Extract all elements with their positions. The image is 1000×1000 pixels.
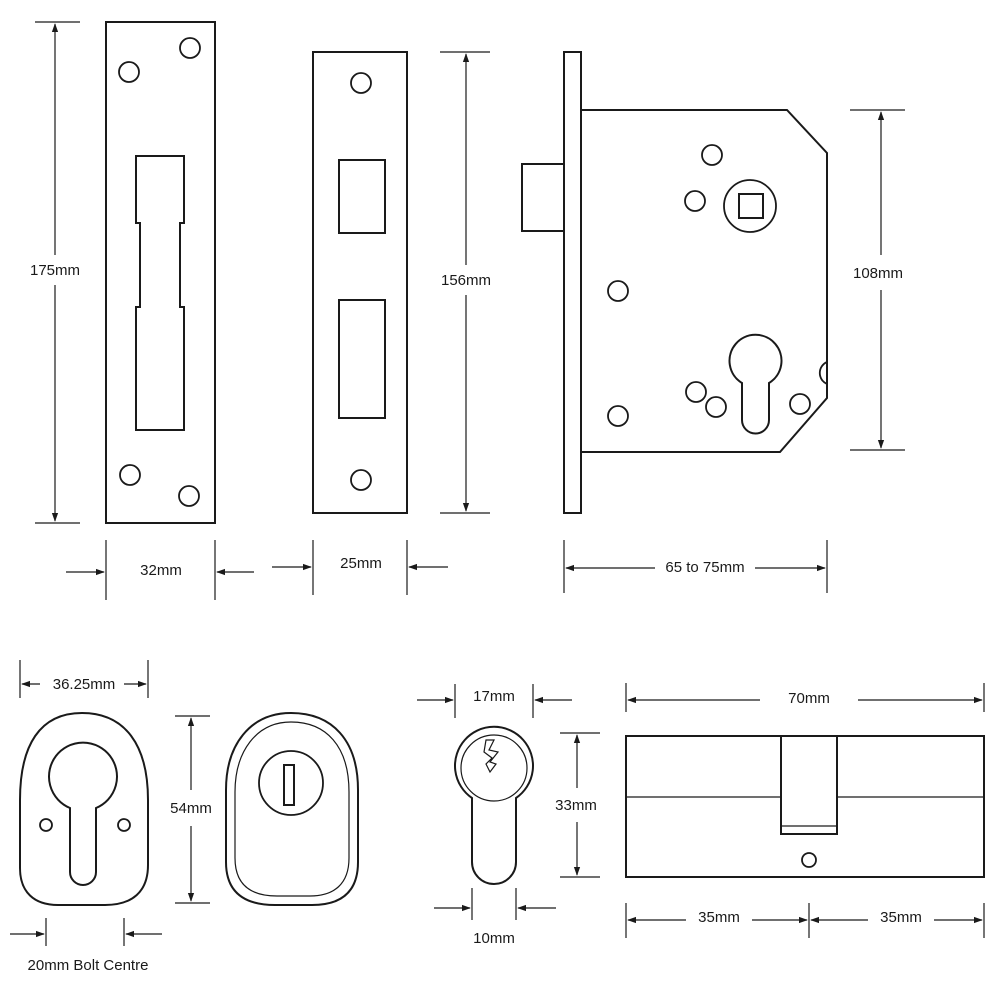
fixing-hole [789,393,811,415]
escutcheon-keyhole [48,741,118,886]
escutcheon-front [19,711,149,906]
escutcheon-width-label: 36.25mm [53,676,116,693]
fixing-hole [685,381,707,403]
cylinder-half-left-label: 35mm [698,909,740,926]
fixing-hole [705,396,727,418]
case-depth-label: 65 to 75mm [665,559,744,576]
fixing-hole [701,144,723,166]
spindle-square [738,193,764,219]
fixing-hole [607,280,629,302]
fixing-hole [607,405,629,427]
bolt-centre-label: 20mm Bolt Centre [28,957,149,974]
cylinder-length-label: 70mm [788,690,830,707]
forend-plate [105,21,216,524]
bolt [521,163,565,232]
keep-plate [312,51,408,514]
bolt-slot [135,155,185,431]
escutcheon-height-label: 54mm [170,800,212,817]
cylinder-profile-height-label: 33mm [555,797,597,814]
forend-width-label: 32mm [140,562,182,579]
cylinder-cam-width-label: 10mm [473,930,515,947]
screw-hole [179,37,201,59]
screw-hole [118,61,140,83]
forend-height-label: 175mm [30,262,80,279]
keep-width-label: 25mm [340,555,382,572]
cylinder-profile [454,725,534,885]
cylinder-profile-width-label: 17mm [473,688,515,705]
key-slot [283,764,295,806]
latch-opening [338,159,386,234]
fixing-hole [684,190,706,212]
screw-hole [350,72,372,94]
cylinder-side [625,735,985,878]
keep-height-label: 156mm [441,272,491,289]
screw-hole [350,469,372,491]
lock-case [521,51,828,514]
cam [780,735,838,835]
screw-hole [117,818,131,832]
bolt-opening [338,299,386,419]
escutcheon-cover [225,711,359,906]
screw-hole [119,464,141,486]
cylinder-half-right-label: 35mm [880,909,922,926]
screw-hole [178,485,200,507]
case-height-label: 108mm [853,265,903,282]
key-profile [483,739,500,774]
cylinder-cutout [728,333,783,435]
case-forend [563,51,582,514]
fixing-hole [801,852,817,868]
screw-hole [39,818,53,832]
